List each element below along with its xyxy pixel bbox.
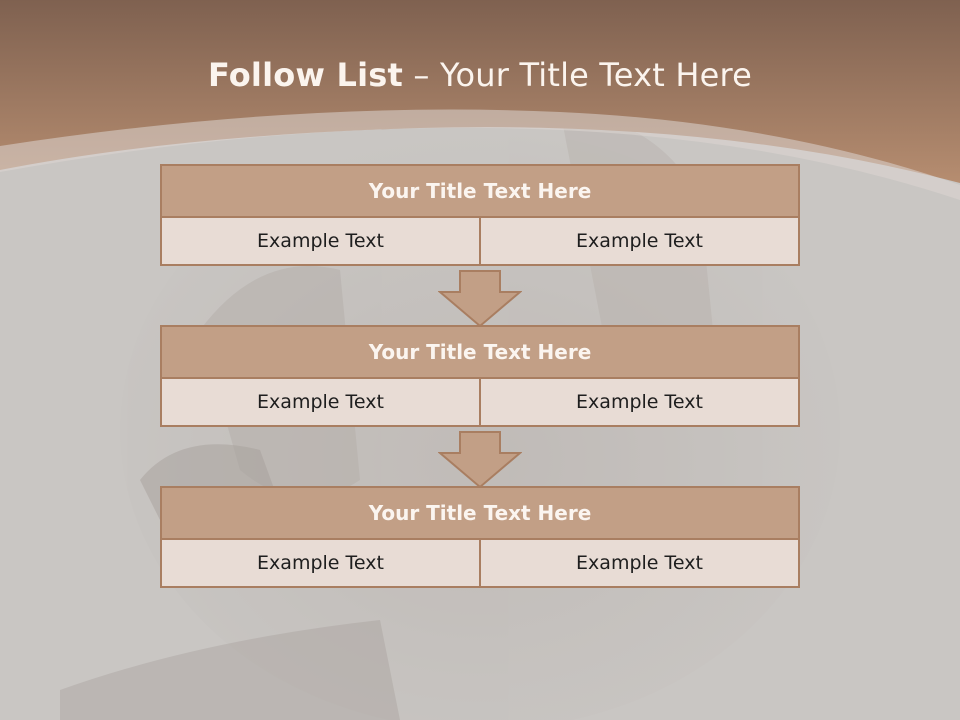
- down-arrow-icon: [438, 270, 522, 328]
- title-separator: –: [403, 56, 440, 94]
- step-title: Your Title Text Here: [160, 486, 800, 540]
- title-rest: Your Title Text Here: [440, 56, 753, 94]
- step-right-cell: Example Text: [479, 538, 800, 588]
- step-box-2: Your Title Text Here Example Text Exampl…: [160, 325, 800, 427]
- header-swoosh: [0, 109, 960, 200]
- slide-title: Follow List – Your Title Text Here: [0, 56, 960, 94]
- title-bold: Follow List: [207, 56, 404, 94]
- step-row: Example Text Example Text: [160, 216, 800, 266]
- down-arrow-icon: [438, 431, 522, 489]
- step-row: Example Text Example Text: [160, 377, 800, 427]
- step-title: Your Title Text Here: [160, 325, 800, 379]
- step-right-cell: Example Text: [479, 377, 800, 427]
- step-row: Example Text Example Text: [160, 538, 800, 588]
- step-left-cell: Example Text: [160, 377, 481, 427]
- step-right-cell: Example Text: [479, 216, 800, 266]
- step-title: Your Title Text Here: [160, 164, 800, 218]
- step-left-cell: Example Text: [160, 216, 481, 266]
- step-box-1: Your Title Text Here Example Text Exampl…: [160, 164, 800, 266]
- step-box-3: Your Title Text Here Example Text Exampl…: [160, 486, 800, 588]
- step-left-cell: Example Text: [160, 538, 481, 588]
